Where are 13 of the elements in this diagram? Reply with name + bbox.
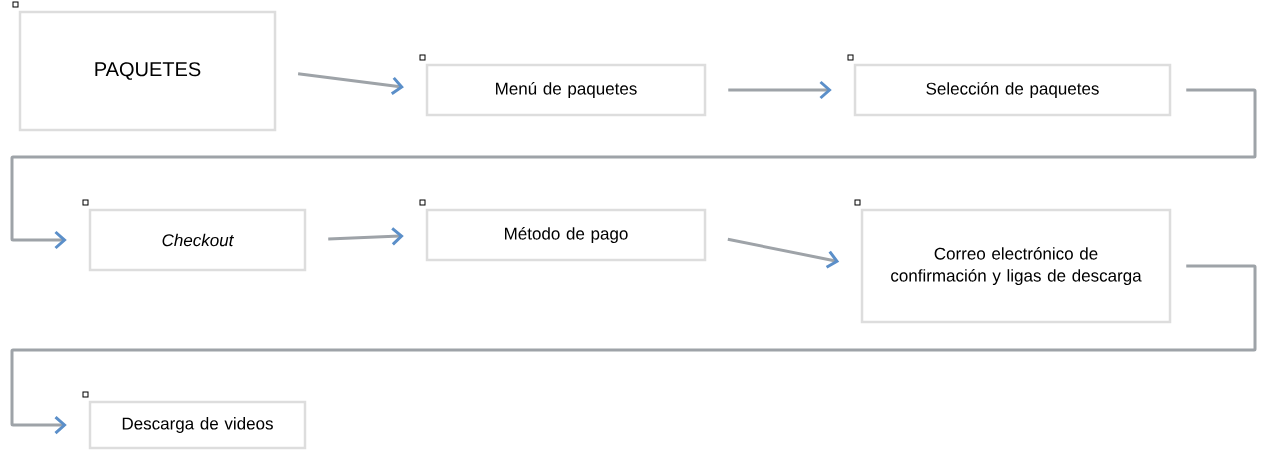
process-box: Menú de paquetes — [425, 63, 707, 117]
arrow — [10, 88, 1257, 250]
process-box: Método de pago — [425, 208, 707, 262]
process-box: Selección de paquetes — [853, 63, 1172, 117]
arrow — [297, 72, 404, 95]
process-box: PAQUETES — [18, 10, 277, 132]
process-box: Descarga de videos — [88, 400, 307, 450]
arrow — [10, 264, 1257, 435]
arrow — [328, 227, 404, 246]
arrow — [727, 237, 840, 269]
arrow — [728, 80, 832, 100]
process-box: Correo electrónico de confirmación y ligas de descarga — [860, 208, 1172, 324]
process-box: Checkout — [88, 208, 307, 272]
